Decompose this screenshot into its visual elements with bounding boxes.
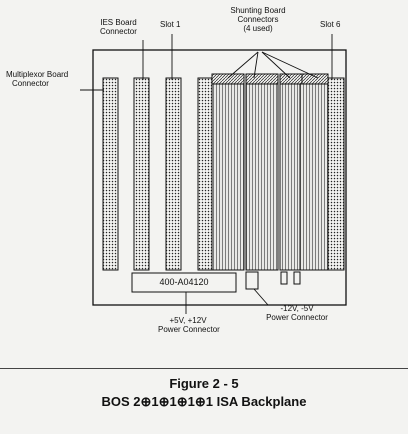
- leader-lines: [80, 34, 333, 314]
- jumper-2: [293, 271, 301, 285]
- shunting-connector-1: [211, 77, 245, 271]
- shunting-label-line-1: Shunting Board: [230, 6, 286, 15]
- jumper-1: [280, 271, 288, 285]
- shunting-label-line-3: (4 used): [243, 24, 273, 33]
- part-number: 400-A04120: [159, 277, 209, 287]
- slot-first-label: Slot 1: [160, 20, 181, 29]
- part-number-box: [131, 272, 237, 293]
- shunting-header-2: [245, 73, 279, 85]
- power-connector-neg: [245, 271, 259, 290]
- power-neg-label: -12V, -5V Power Connector: [262, 304, 332, 322]
- power-5v-line-1: +5V, +12V: [169, 316, 207, 325]
- power-neg-line-1: -12V, -5V: [280, 304, 314, 313]
- slot-1-connector: [165, 77, 182, 271]
- power-neg-line-2: Power Connector: [266, 313, 328, 322]
- power-5v-line-2: Power Connector: [158, 325, 220, 334]
- shunting-header-1: [211, 73, 245, 85]
- figure-number: Figure 2 - 5: [169, 376, 239, 391]
- multiplexor-label-line-2: Connector: [12, 79, 49, 88]
- caption-divider: [0, 368, 408, 369]
- multiplexor-label-line-1: Multiplexor Board: [6, 70, 69, 79]
- shunting-connector-2: [245, 77, 279, 271]
- ies-label-line-1: IES Board: [100, 18, 137, 27]
- shunting-connectors-label: Shunting Board Connectors (4 used): [228, 6, 288, 33]
- slot-6-connector: [327, 77, 345, 271]
- shunting-connector-4: [299, 77, 329, 271]
- ies-board-connector: [133, 77, 150, 271]
- ies-label-line-2: Connector: [100, 27, 137, 36]
- shunting-header-4: [301, 73, 329, 85]
- slot-2-connector: [197, 77, 214, 271]
- multiplexor-connector-label: Multiplexor Board Connector: [6, 70, 68, 88]
- power-5v-12v-label: +5V, +12V Power Connector: [158, 316, 220, 334]
- ies-board-connector-label: IES Board Connector: [100, 18, 137, 36]
- figure-title: BOS 2⊕1⊕1⊕1⊕1 ISA Backplane: [101, 394, 307, 409]
- multiplexor-board-connector: [102, 77, 119, 271]
- shunting-label-line-2: Connectors: [237, 15, 279, 24]
- slot-last-label: Slot 6: [320, 20, 341, 29]
